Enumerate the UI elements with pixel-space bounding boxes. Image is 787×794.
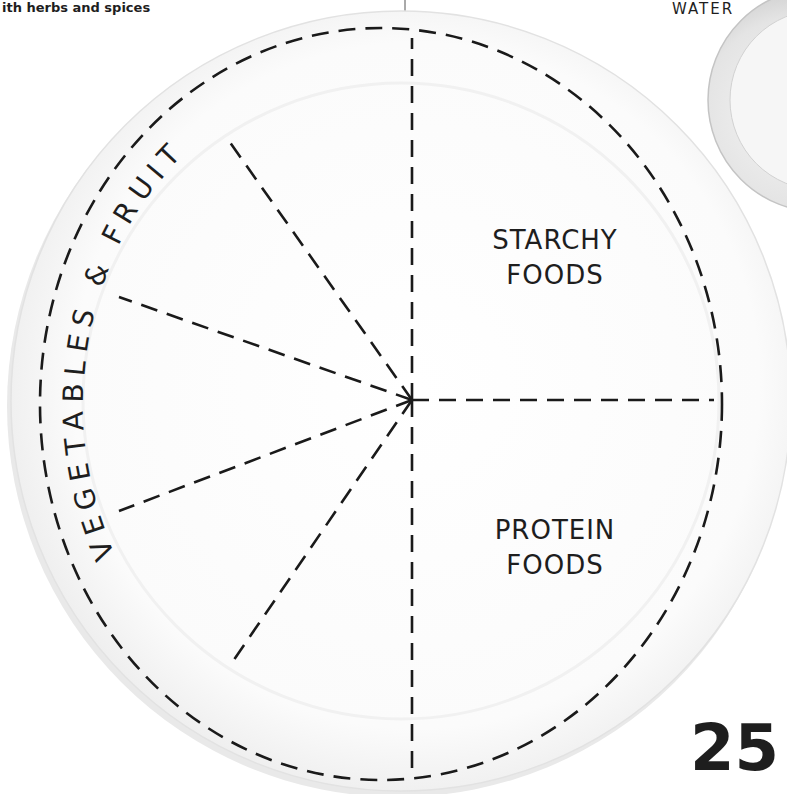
divider-line — [229, 141, 412, 400]
divider-line — [119, 400, 412, 511]
section-label-letter: B — [60, 383, 89, 403]
section-label-letter: A — [60, 411, 89, 431]
plate-outline — [40, 28, 722, 780]
divider-line — [411, 38, 414, 400]
food-group-section: PROTEIN FOODS — [491, 509, 620, 587]
page-number: 25 — [690, 716, 779, 780]
section-label: STARCHY FOODS — [492, 223, 618, 293]
section-label-letter — [74, 290, 103, 306]
section-label-letter: & — [80, 260, 114, 290]
section-label-letter: R — [109, 197, 143, 228]
section-label-letter: E — [78, 513, 110, 539]
food-group-section: VEGETABLES & FRUIT — [44, 126, 199, 580]
plate-rim — [83, 83, 719, 719]
section-label-letter: L — [61, 359, 90, 377]
section-label-letter: S — [68, 307, 99, 331]
section-label-letter: E — [65, 460, 96, 482]
section-label-letter: E — [64, 332, 94, 354]
section-label-letter — [91, 244, 120, 263]
section-label: PROTEIN FOODS — [495, 513, 616, 583]
section-label-letter: G — [70, 485, 103, 513]
divider-line — [411, 400, 414, 770]
divider-line — [412, 399, 714, 402]
water-glass-inner — [730, 10, 787, 190]
note-text: ith herbs and spices — [2, 1, 150, 14]
section-label-letter: F — [98, 222, 130, 249]
divider-line — [229, 400, 412, 667]
section-lines — [40, 28, 722, 780]
food-group-section: STARCHY FOODS — [488, 219, 622, 297]
divider-line — [119, 297, 412, 400]
section-label-letter: T — [61, 436, 91, 456]
note-text: WATER — [672, 2, 734, 17]
section-label: VEGETABLES & FRUIT — [44, 126, 199, 580]
section-label-letter: V — [87, 536, 120, 565]
section-label-letter: U — [125, 173, 160, 206]
plate — [11, 11, 787, 791]
